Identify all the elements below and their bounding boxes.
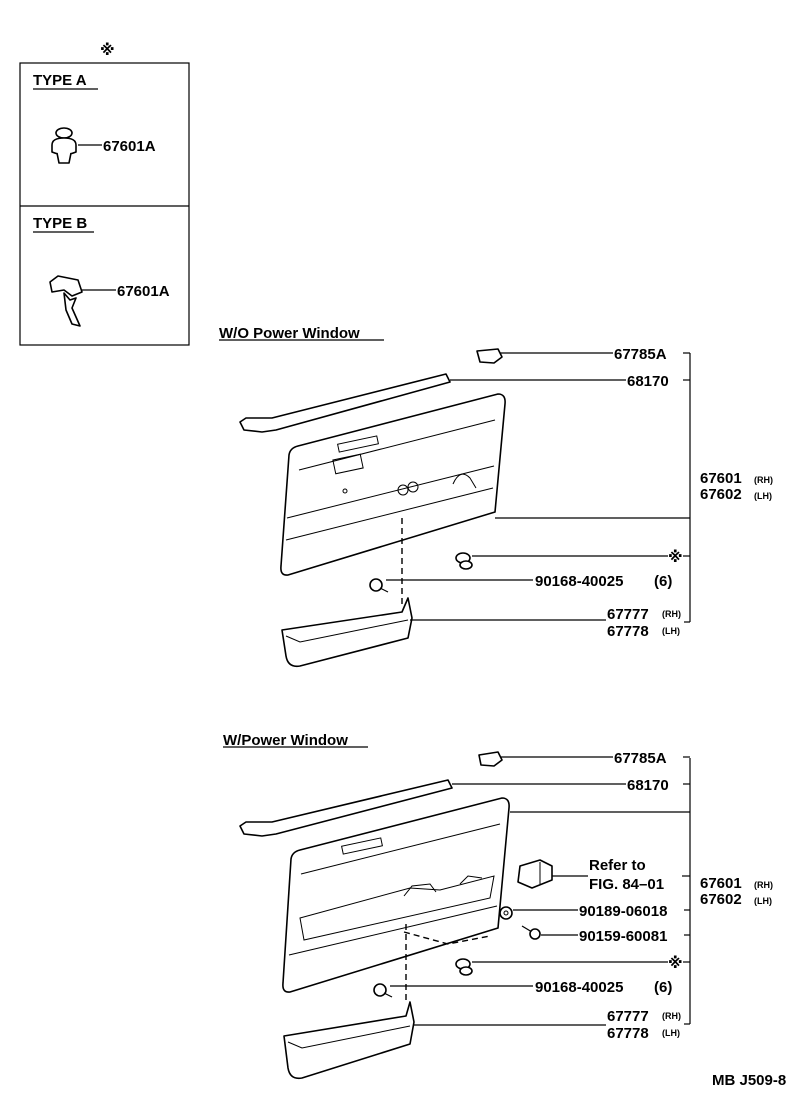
w-power-title: W/Power Window [223, 732, 348, 749]
wo-power-section: W/O Power Window 67785A 68170 67601 [219, 325, 773, 668]
wo-panel-alt-label: 67602 [700, 486, 742, 503]
w-nut-label: 90189-06018 [579, 903, 667, 920]
w-pocket-alt-side: (LH) [662, 1028, 680, 1038]
w-refer-line1: Refer to [589, 857, 646, 874]
diagram-code: MB J509-8 [712, 1072, 786, 1089]
wo-weatherstrip-label: 68170 [627, 373, 669, 390]
legend-type-b-part: 67601A [117, 283, 170, 300]
w-screw-qty: (6) [654, 979, 672, 996]
w-armrest-base-part [478, 751, 503, 767]
legend-box [19, 62, 190, 346]
w-panel-alt-side: (LH) [754, 896, 772, 906]
w-switch-part [517, 859, 553, 889]
wo-clip-part [455, 552, 473, 570]
legend-type-b: TYPE B 67601A [33, 215, 170, 327]
w-armrest-base-label: 67785A [614, 750, 667, 767]
w-screw-part [373, 983, 393, 998]
wo-pocket-alt-side: (LH) [662, 626, 680, 636]
wo-weatherstrip-part [239, 373, 451, 433]
legend-type-a-title: TYPE A [33, 72, 87, 89]
wo-clip-symbol: ※ [668, 548, 683, 566]
wo-pocket-alt-label: 67778 [607, 623, 649, 640]
w-panel-main-side: (RH) [754, 880, 773, 890]
w-clip-symbol: ※ [668, 954, 683, 972]
w-clip-part [455, 958, 473, 976]
wo-pocket-main-label: 67777 [607, 606, 649, 623]
w-pocket-alt-label: 67778 [607, 1025, 649, 1042]
wo-door-pocket-part [281, 597, 413, 668]
w-door-pocket-part [283, 1001, 415, 1080]
legend-type-a: TYPE A 67601A [33, 72, 156, 164]
wo-door-trim-panel [280, 393, 506, 576]
wo-screw-qty: (6) [654, 573, 672, 590]
wo-panel-alt-side: (LH) [754, 491, 772, 501]
w-nut-part [499, 906, 513, 920]
w-panel-alt-label: 67602 [700, 891, 742, 908]
wo-screw-part [369, 578, 389, 593]
clip-type-a-icon [51, 127, 77, 164]
w-panel-main-label: 67601 [700, 875, 742, 892]
wo-power-title: W/O Power Window [219, 325, 360, 342]
w-weatherstrip-label: 68170 [627, 777, 669, 794]
wo-pocket-main-side: (RH) [662, 609, 681, 619]
wo-panel-main-side: (RH) [754, 475, 773, 485]
w-bolt-part [521, 925, 541, 940]
legend-symbol: ※ [100, 41, 115, 59]
clip-type-b-icon [49, 275, 83, 327]
wo-armrest-base-label: 67785A [614, 346, 667, 363]
w-door-trim-panel [282, 797, 510, 993]
legend-type-b-title: TYPE B [33, 215, 87, 232]
wo-armrest-base-part [476, 348, 503, 364]
w-pocket-main-label: 67777 [607, 1008, 649, 1025]
legend-type-a-part: 67601A [103, 138, 156, 155]
w-power-section: W/Power Window 67785A 68170 [223, 732, 773, 1080]
w-screw-label: 90168-40025 [535, 979, 623, 996]
wo-panel-main-label: 67601 [700, 470, 742, 487]
w-pocket-main-side: (RH) [662, 1011, 681, 1021]
wo-screw-label: 90168-40025 [535, 573, 623, 590]
w-weatherstrip-part [239, 779, 453, 837]
w-bolt-dash [403, 931, 491, 945]
w-bolt-label: 90159-60081 [579, 928, 667, 945]
w-refer-line2: FIG. 84–01 [589, 876, 664, 893]
